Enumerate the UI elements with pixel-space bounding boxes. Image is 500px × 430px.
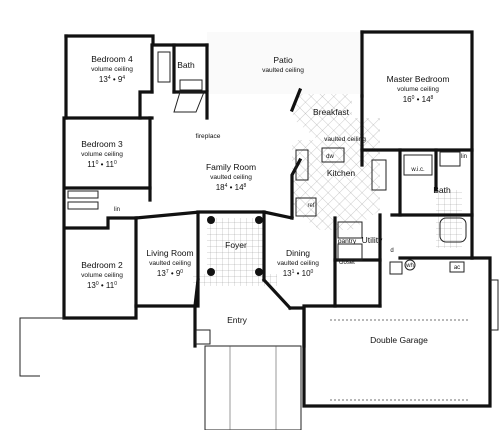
dining-label: Dining vaulted ceiling 131 • 100 [277, 248, 319, 278]
family-dim1-in: 4 [225, 183, 228, 189]
garage-name: Double Garage [370, 335, 428, 345]
kitchen-label: vaulted ceiling Kitchen dw ref [307, 136, 366, 209]
family-dimensions: 184 • 148 [216, 183, 247, 192]
entry-walkway [19, 279, 499, 430]
dining-name: Dining [286, 248, 310, 258]
bedroom3-dim2: 11 [106, 160, 115, 169]
dining-dim1: 13 [283, 269, 292, 278]
dining-dim2: 10 [302, 269, 311, 278]
bath-master-name: Bath [433, 185, 451, 195]
patio-floor [207, 32, 365, 94]
fixtures [157, 51, 467, 345]
living-label: Living Room vaulted ceiling 137 • 90 [146, 248, 193, 278]
master-label: Master Bedroom volume ceiling 160 • 148 [387, 74, 450, 104]
master-dim2-in: 8 [431, 95, 434, 101]
living-dim2: 9 [176, 269, 181, 278]
bedroom3-name: Bedroom 3 [81, 139, 123, 149]
dining-dimensions: 131 • 100 [283, 269, 314, 278]
bedroom4-dim1-in: 4 [108, 75, 111, 81]
family-name: Family Room [206, 162, 256, 172]
bedroom4-ceiling: volume ceiling [91, 66, 133, 73]
bedroom2-label: Bedroom 2 volume ceiling 130 • 110 [81, 260, 123, 290]
master-ceiling: volume ceiling [397, 86, 439, 93]
master-dimensions: 160 • 148 [403, 95, 434, 104]
living-dim1-in: 7 [166, 269, 169, 275]
kitchen-name: Kitchen [327, 168, 356, 178]
bedroom2-dim2-in: 0 [114, 281, 117, 287]
master-dim2: 14 [422, 95, 431, 104]
tile-floors [193, 88, 462, 286]
dining-dim2-in: 0 [311, 269, 314, 275]
patio-label: Patio vaulted ceiling [262, 55, 304, 74]
bedroom3-ceiling: volume ceiling [81, 151, 123, 158]
bedroom3-label: Bedroom 3 volume ceiling 110 • 110 [81, 139, 123, 169]
family-dim2-in: 8 [244, 183, 247, 189]
bedroom2-dim1: 13 [87, 281, 96, 290]
kitchen-ceiling: vaulted ceiling [324, 136, 366, 143]
bedroom4-dim1: 13 [99, 75, 108, 84]
pantry-label: pantry [338, 238, 357, 245]
master-dim1-in: 0 [412, 95, 415, 101]
living-dim2-in: 0 [180, 269, 183, 275]
breakfast-name: Breakfast [313, 107, 350, 117]
bedroom3-dim1: 11 [87, 160, 96, 169]
dining-ceiling: vaulted ceiling [277, 260, 319, 267]
bedroom4-dim2-in: 4 [122, 75, 125, 81]
living-dim1: 13 [157, 269, 166, 278]
closets [67, 151, 461, 261]
interior-walls [64, 43, 474, 311]
bedroom3-dimensions: 110 • 110 [87, 160, 117, 169]
lin-master-label: lin [461, 154, 467, 160]
foyer-name: Foyer [225, 240, 247, 250]
ac-label: ac [454, 265, 460, 271]
bedroom2-dim2: 11 [106, 281, 115, 290]
bedroom2-dim1-in: 0 [96, 281, 99, 287]
family-ceiling: vaulted ceiling [210, 174, 252, 181]
fireplace-label: fireplace [196, 133, 221, 140]
family-label: Family Room vaulted ceiling 184 • 148 [206, 162, 256, 192]
dining-dim1-in: 1 [292, 269, 295, 275]
bedroom4-label: Bedroom 4 volume ceiling 134 • 94 [91, 54, 133, 84]
family-dim2: 14 [235, 183, 244, 192]
bedroom4-dimensions: 134 • 94 [99, 75, 125, 84]
bath-upper-name: Bath [177, 60, 195, 70]
bedroom4-name: Bedroom 4 [91, 54, 133, 64]
kitchen-ref: ref [307, 203, 314, 209]
living-ceiling: vaulted ceiling [149, 260, 191, 267]
living-dimensions: 137 • 90 [157, 269, 183, 278]
kitchen-dw: dw [326, 154, 334, 160]
wic-label: w.i.c. [410, 167, 425, 173]
family-dim1: 18 [216, 183, 225, 192]
closet-label: closet [339, 260, 355, 266]
lin-hall-label: lin [114, 207, 120, 213]
bedroom3-dim2-in: 0 [114, 160, 117, 166]
d-label: d [390, 248, 393, 254]
bedroom3-dim1-in: 0 [96, 160, 99, 166]
foyer-columns [207, 216, 263, 276]
bedroom4-dim2: 9 [118, 75, 123, 84]
bedroom2-ceiling: volume ceiling [81, 272, 123, 279]
patio-name: Patio [273, 55, 293, 65]
bedroom2-name: Bedroom 2 [81, 260, 123, 270]
living-name: Living Room [146, 248, 193, 258]
master-dim1: 16 [403, 95, 412, 104]
master-name: Master Bedroom [387, 74, 450, 84]
bedroom2-dimensions: 130 • 110 [87, 281, 117, 290]
patio-ceiling: vaulted ceiling [262, 67, 304, 74]
wh-label: wh [405, 263, 414, 269]
entry-name: Entry [227, 315, 248, 325]
utility-name: Utility [362, 235, 384, 245]
